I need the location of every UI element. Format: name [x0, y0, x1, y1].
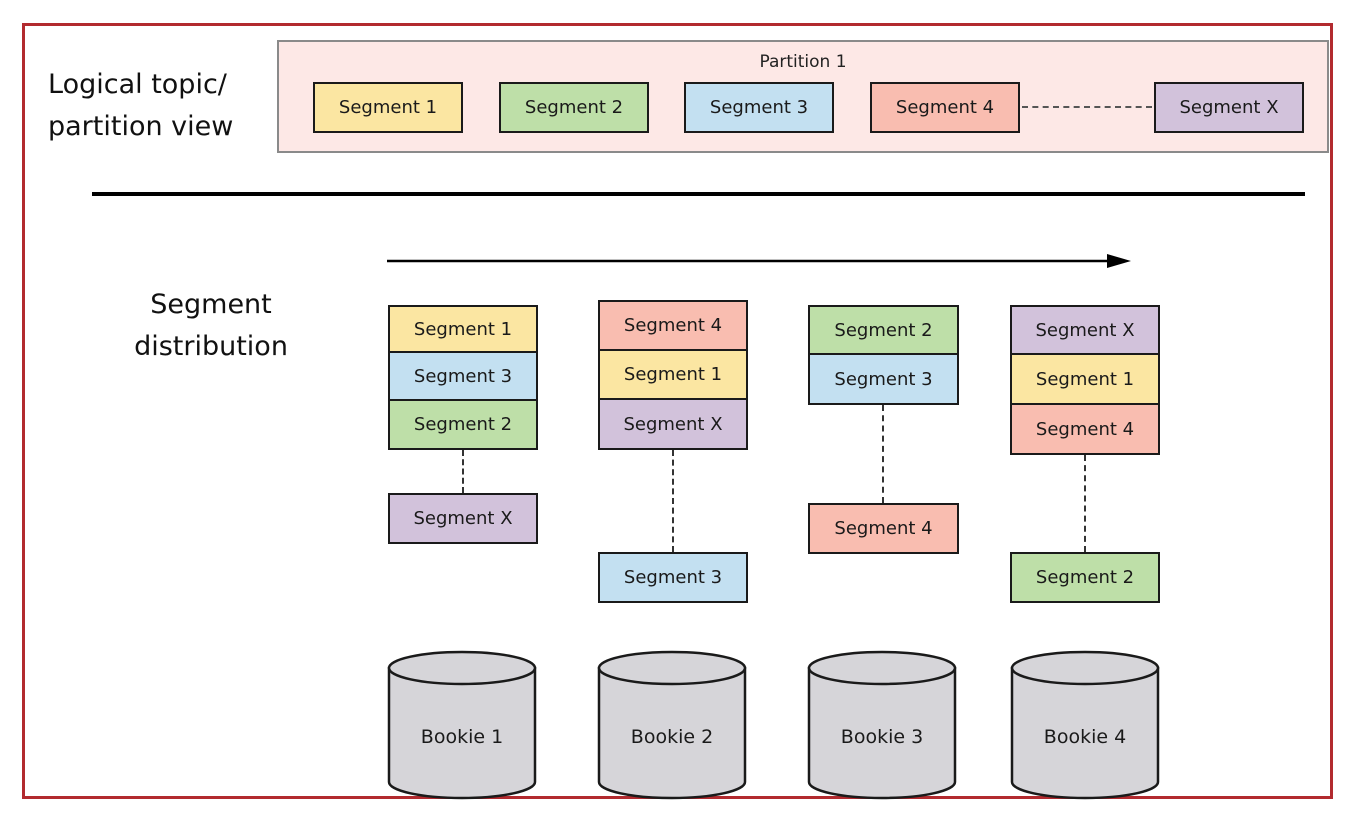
bookie1-segment: Segment 1	[388, 305, 538, 353]
bookie-4-label: Bookie 4	[1043, 726, 1127, 748]
database-cylinder-icon	[1010, 650, 1160, 800]
bookie-4-storage: Bookie 4	[1010, 650, 1160, 802]
partition-title: Partition 1	[759, 52, 847, 72]
bookie3-extra-segment: Segment 4	[808, 503, 959, 554]
distribution-label: Segment distribution	[128, 284, 294, 368]
bookie1-segment: Segment 3	[388, 351, 538, 401]
bookie4-extra-segment: Segment 2	[1010, 552, 1160, 603]
bookie2-segment: Segment 4	[598, 300, 748, 351]
bookie2-segment: Segment X	[598, 398, 748, 450]
partition-segment: Segment 4	[870, 82, 1020, 133]
partition-ellipsis-connector	[1022, 106, 1152, 108]
partition-segment: Segment 3	[684, 82, 834, 133]
database-cylinder-icon	[597, 650, 747, 800]
bookie4-segment: Segment 1	[1010, 353, 1160, 405]
bookie3-segment: Segment 2	[808, 305, 959, 355]
bookie-1-storage: Bookie 1	[387, 650, 537, 802]
distribution-arrow	[387, 254, 1131, 268]
bookie-3-storage: Bookie 3	[807, 650, 957, 802]
bookie3-segment: Segment 3	[808, 353, 959, 405]
bookie-2-storage: Bookie 2	[597, 650, 747, 802]
distribution-label-line2: distribution	[134, 331, 288, 362]
bookie1-extra-segment: Segment X	[388, 493, 538, 544]
bookie4-connector	[1084, 455, 1086, 552]
logical-view-label-line1: Logical topic/	[48, 69, 227, 100]
partition-segment: Segment X	[1154, 82, 1304, 133]
database-cylinder-icon	[807, 650, 957, 800]
bookie2-segment: Segment 1	[598, 349, 748, 400]
distribution-label-line1: Segment	[150, 289, 272, 320]
bookie-1-label: Bookie 1	[420, 726, 504, 748]
bookie4-segment: Segment 4	[1010, 403, 1160, 455]
bookie2-extra-segment: Segment 3	[598, 552, 748, 603]
logical-view-label: Logical topic/ partition view	[48, 64, 233, 148]
bookie-3-label: Bookie 3	[840, 726, 924, 748]
database-cylinder-icon	[387, 650, 537, 800]
partition-segment: Segment 2	[499, 82, 649, 133]
bookie1-connector	[462, 450, 464, 493]
bookie-2-label: Bookie 2	[630, 726, 714, 748]
bookie2-connector	[672, 450, 674, 552]
bookie3-connector	[882, 405, 884, 503]
partition-segment: Segment 1	[313, 82, 463, 133]
logical-view-label-line2: partition view	[48, 111, 234, 142]
bookie1-segment: Segment 2	[388, 399, 538, 450]
bookie4-segment: Segment X	[1010, 305, 1160, 355]
section-divider	[92, 192, 1305, 196]
